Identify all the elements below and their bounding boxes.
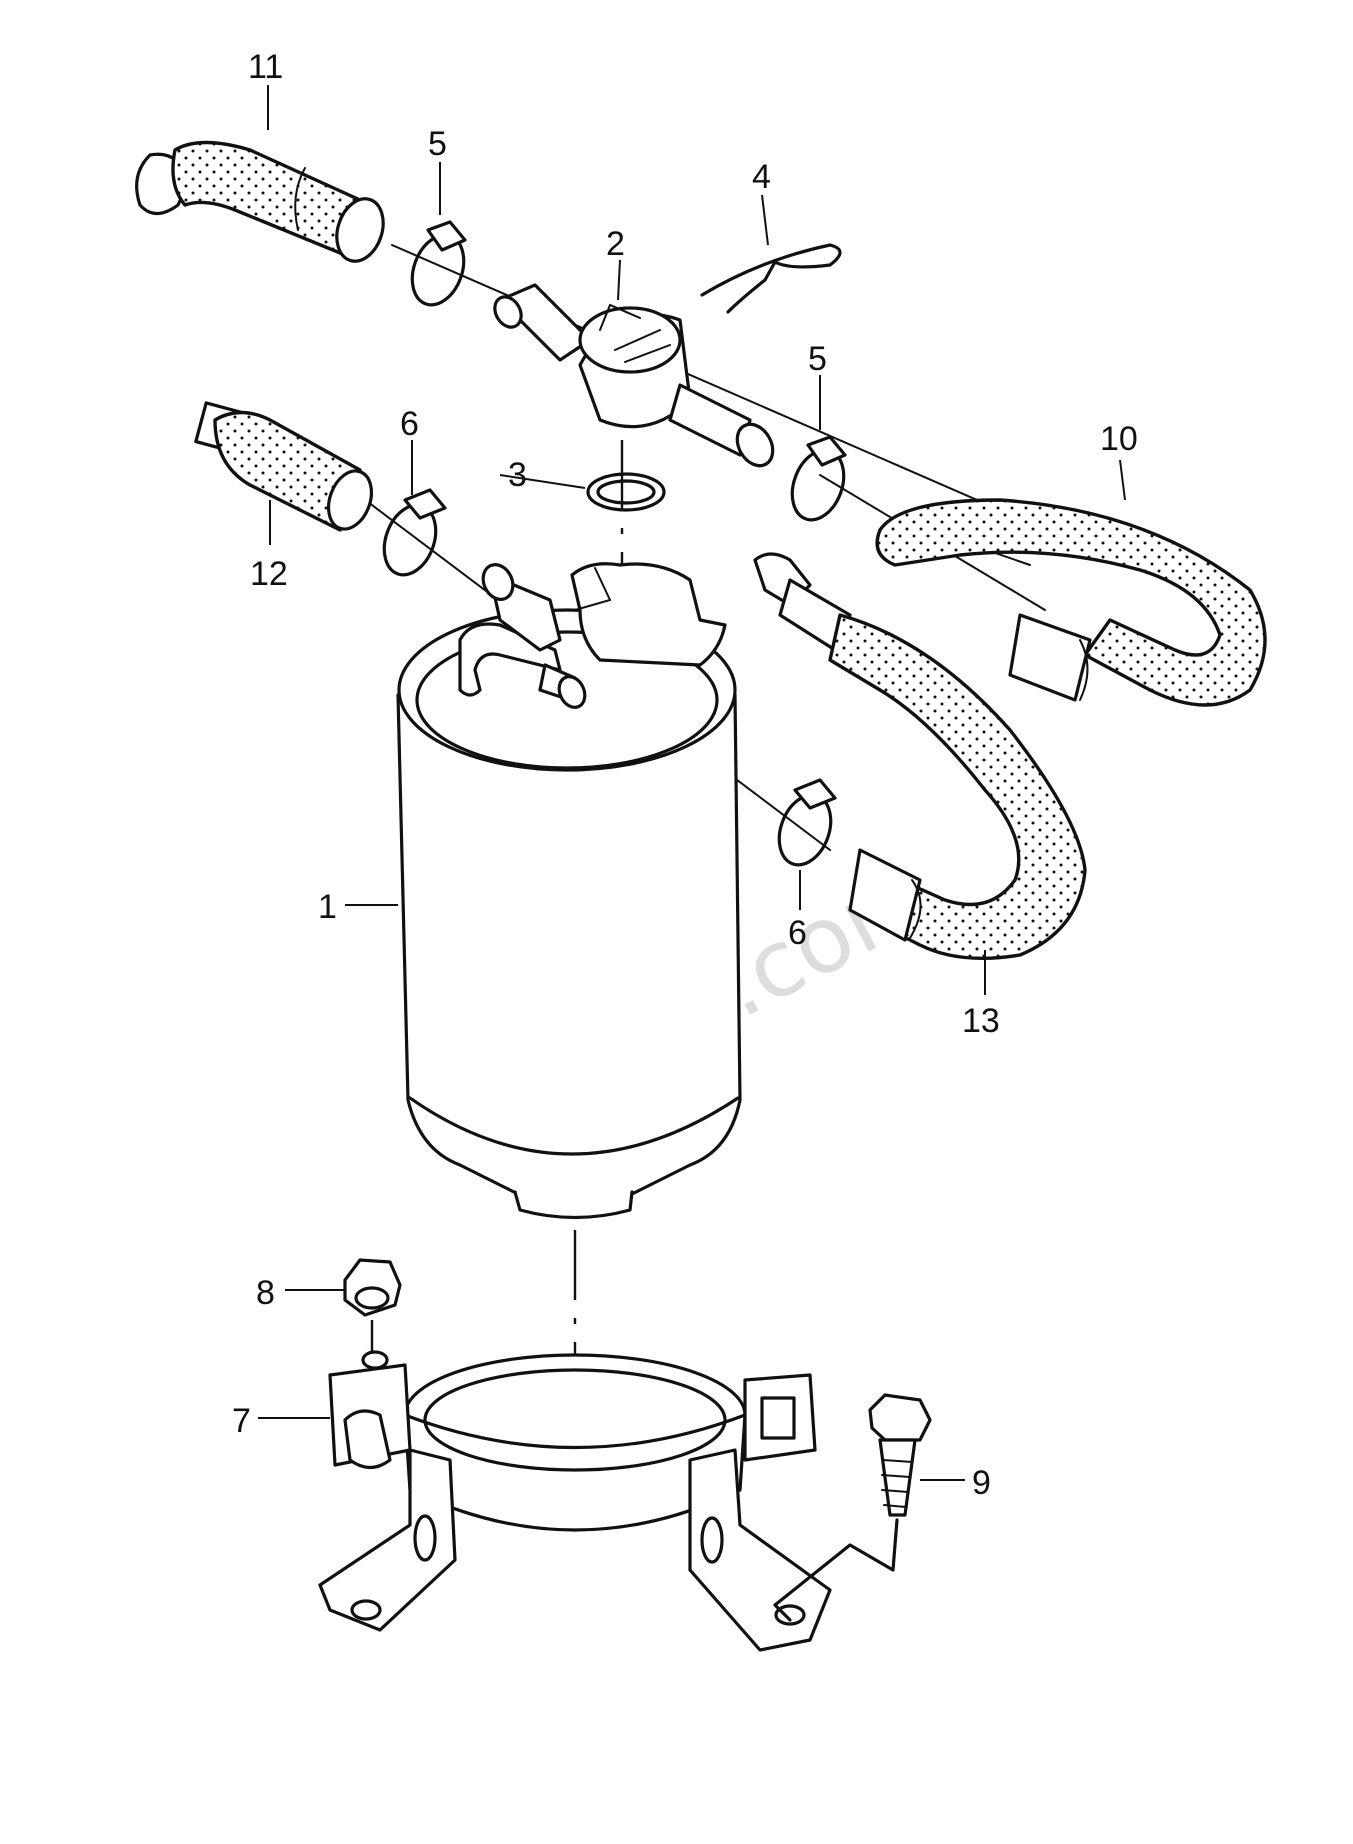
callout-10: 10 — [1100, 420, 1138, 458]
callout-7: 7 — [232, 1402, 251, 1440]
clamp-5-upper — [410, 220, 467, 307]
callout-6-right: 6 — [788, 914, 807, 952]
callout-13: 13 — [962, 1002, 1000, 1040]
callout-1: 1 — [318, 888, 337, 926]
spring-clip-4 — [700, 243, 842, 314]
callout-3: 3 — [508, 456, 527, 494]
callout-11: 11 — [248, 48, 283, 86]
callout-8: 8 — [256, 1274, 275, 1312]
hose-10 — [875, 498, 1267, 707]
hose-11 — [135, 140, 385, 263]
hose-12 — [194, 401, 374, 532]
callout-labels: 1 2 3 4 5 5 6 6 7 8 9 10 11 12 13 — [232, 48, 1138, 1502]
valve-2 — [493, 283, 775, 468]
callout-6-left: 6 — [400, 405, 419, 443]
nut-8 — [343, 1258, 402, 1360]
o-ring-3 — [586, 472, 666, 512]
bracket-7 — [318, 1350, 832, 1652]
clamp-6-left — [382, 488, 447, 577]
callout-9: 9 — [972, 1464, 991, 1502]
clamp-6-right — [777, 778, 837, 867]
callout-12: 12 — [250, 555, 288, 593]
callout-5-right: 5 — [808, 340, 827, 378]
hose-13 — [753, 552, 1087, 961]
clamp-5-right — [790, 435, 847, 522]
callout-leaders — [258, 85, 1126, 1481]
callout-4: 4 — [752, 158, 771, 196]
bolt-9 — [773, 1393, 932, 1622]
callout-5-upper: 5 — [428, 125, 447, 163]
fuel-filter-1 — [396, 562, 742, 1220]
callout-2: 2 — [606, 225, 625, 263]
